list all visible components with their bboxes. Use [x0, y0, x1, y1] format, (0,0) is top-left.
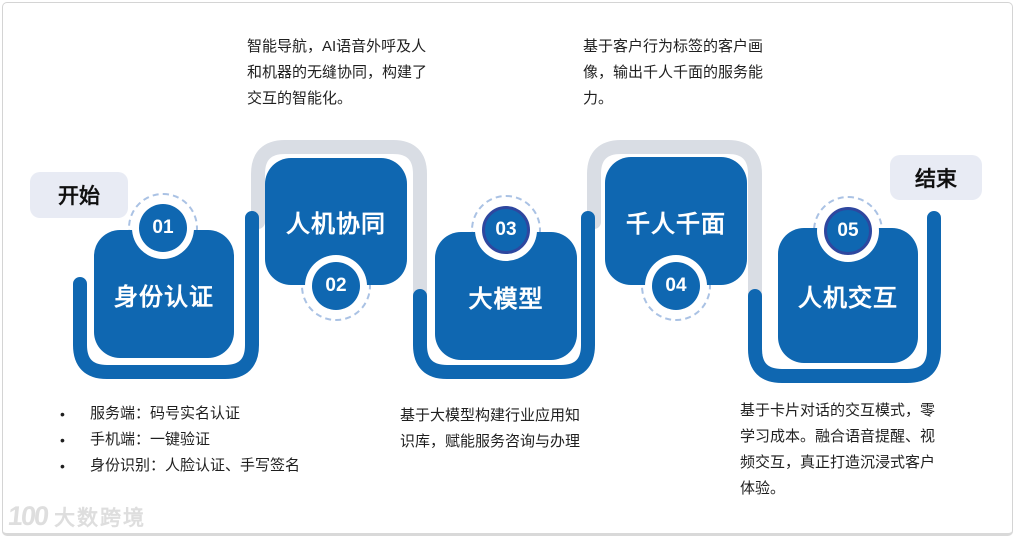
- watermark: 100 大数跨境: [6, 501, 147, 532]
- end-label: 结束: [890, 155, 982, 200]
- step1-number-badge: 01: [139, 204, 187, 252]
- step-node-human-machine-collab: 人机协同: [265, 158, 407, 285]
- step-number: 03: [495, 219, 517, 240]
- watermark-brand-text: 大数跨境: [54, 507, 147, 530]
- bullet-dot: •: [60, 432, 65, 448]
- step-number: 04: [665, 275, 687, 296]
- annotation-line: 力。: [583, 90, 614, 107]
- cup-connector-step5: [748, 211, 941, 383]
- bullet-text: 手机端：一键验证: [90, 431, 211, 448]
- cup-connector-step3: [413, 211, 595, 379]
- bullet-text: 服务端：码号实名认证: [90, 405, 241, 422]
- step-node-identity-auth: 身份认证: [94, 230, 234, 358]
- step-number: 05: [837, 220, 859, 241]
- step4-number-badge: 04: [652, 262, 700, 310]
- start-label: 开始: [30, 172, 128, 218]
- bullet-item: • 手机端：一键验证: [60, 427, 300, 453]
- bullet-dot: •: [60, 406, 65, 422]
- step-number: 02: [325, 275, 347, 296]
- annotation-line: 频交互，真正打造沉浸式客户: [740, 454, 936, 471]
- annotation-bullet-list: • 服务端：码号实名认证 • 手机端：一键验证 • 身份识别：人脸认证、手写签名: [60, 401, 300, 479]
- annotation-line: 基于客户行为标签的客户画: [583, 38, 764, 55]
- annotation-line: 基于大模型构建行业应用知: [400, 407, 581, 424]
- annotation-top-right: 基于客户行为标签的客户画 像，输出千人千面的服务能 力。: [583, 34, 763, 112]
- step5-number-badge: 05: [824, 207, 872, 255]
- bullet-text: 身份识别：人脸认证、手写签名: [90, 457, 301, 474]
- step-title: 人机交互: [798, 285, 898, 312]
- step-title: 人机协同: [286, 211, 386, 238]
- annotation-line: 交互的智能化。: [247, 90, 353, 107]
- step-title: 身份认证: [114, 283, 214, 311]
- annotation-bottom-middle: 基于大模型构建行业应用知 识库，赋能服务咨询与办理: [400, 403, 580, 455]
- bullet-item: • 身份识别：人脸认证、手写签名: [60, 453, 300, 479]
- annotation-top-left: 智能导航，AI语音外呼及人 和机器的无缝协同，构建了 交互的智能化。: [247, 34, 427, 112]
- arch-connector-step4: [587, 140, 762, 303]
- annotation-line: 像，输出千人千面的服务能: [583, 64, 764, 81]
- annotation-line: 基于卡片对话的交互模式，零: [740, 402, 936, 419]
- annotation-line: 识库，赋能服务咨询与办理: [400, 433, 581, 450]
- annotation-line: 学习成本。融合语音提醒、视: [740, 428, 936, 445]
- step-number: 01: [152, 217, 174, 238]
- step-title: 大模型: [468, 285, 544, 313]
- watermark-logo: 100: [6, 501, 49, 531]
- cup-connector-step1: [73, 211, 259, 379]
- annotation-line: 体验。: [740, 480, 786, 497]
- arch-connector-step2: [251, 140, 427, 303]
- step-title: 千人千面: [626, 210, 726, 238]
- annotation-bottom-right: 基于卡片对话的交互模式，零 学习成本。融合语音提醒、视 频交互，真正打造沉浸式客…: [740, 398, 935, 502]
- bullet-dot: •: [60, 458, 65, 474]
- step3-number-badge: 03: [482, 206, 530, 254]
- step2-number-badge: 02: [312, 262, 360, 310]
- bullet-item: • 服务端：码号实名认证: [60, 401, 300, 427]
- annotation-line: 智能导航，AI语音外呼及人: [247, 38, 427, 55]
- annotation-line: 和机器的无缝协同，构建了: [247, 64, 428, 81]
